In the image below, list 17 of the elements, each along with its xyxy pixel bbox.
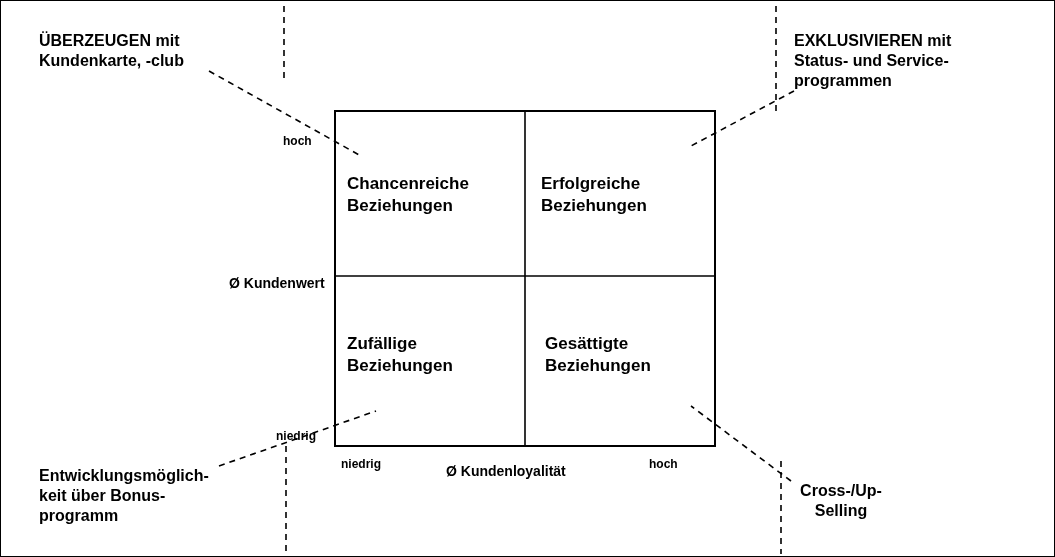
callout-text: Cross-/Up- Selling — [791, 481, 891, 521]
axis-label: hoch — [283, 134, 312, 148]
quadrant-title: Gesättigte Beziehungen — [545, 333, 652, 377]
callout-text: EXKLUSIVIEREN mit Status- und Service- programmen — [794, 31, 999, 91]
axis-label: hoch — [649, 457, 678, 471]
leader-line — [690, 405, 792, 482]
leader-line — [690, 90, 795, 147]
axis-label: Ø Kundenloyalität — [446, 463, 566, 479]
axis-label: niedrig — [341, 457, 381, 471]
axis-label: Ø Kundenwert — [229, 275, 325, 291]
leader-line — [218, 410, 377, 467]
axis-label: niedrig — [276, 429, 316, 443]
callout-text: ÜBERZEUGEN mit Kundenkarte, -club — [39, 31, 209, 71]
quadrant-title: Erfolgreiche Beziehungen — [541, 173, 648, 217]
quadrant-title: Zufällige Beziehungen — [347, 333, 454, 377]
quadrant-title: Chancenreiche Beziehungen — [347, 173, 470, 217]
callout-text: Entwicklungsmöglich- keit über Bonus- programm — [39, 466, 219, 526]
